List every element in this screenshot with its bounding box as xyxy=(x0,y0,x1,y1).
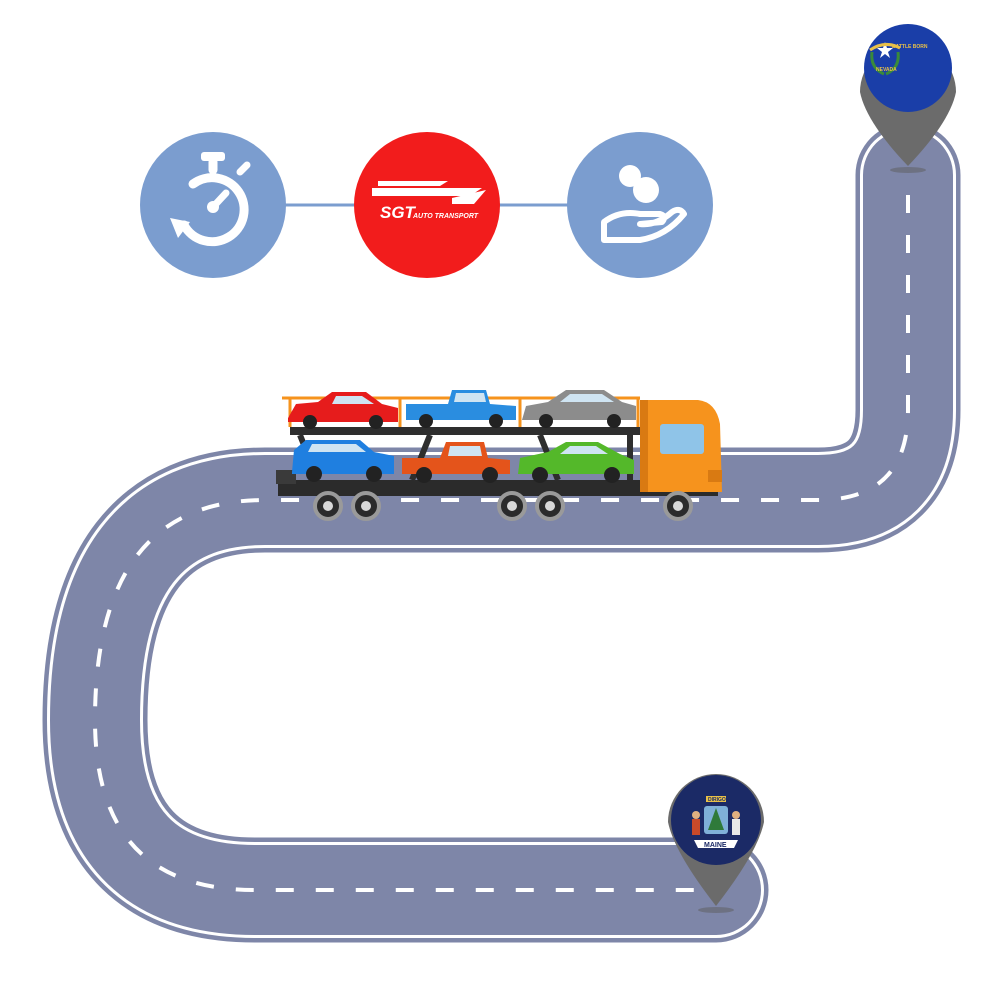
hand-coins-icon xyxy=(567,132,713,278)
car-bottom-2 xyxy=(402,442,510,483)
maine-state-text: MAINE xyxy=(704,842,727,849)
car-top-2 xyxy=(406,390,516,428)
stopwatch-icon xyxy=(140,132,286,278)
lane-dashes xyxy=(92,195,910,892)
nevada-state-text: NEVADA xyxy=(876,67,897,73)
logo-text-main: SGT xyxy=(380,203,417,222)
car-carrier-truck-icon xyxy=(276,390,722,521)
pin-end-maine: DIRIGO MAINE xyxy=(668,774,764,913)
car-bottom-3 xyxy=(518,442,634,483)
winding-road xyxy=(42,122,961,943)
road-asphalt xyxy=(50,130,953,935)
company-logo: SGT AUTO TRANSPORT xyxy=(354,132,500,278)
car-top-1 xyxy=(288,392,398,429)
nevada-seal-text: BATTLE BORN xyxy=(892,44,928,50)
car-top-3 xyxy=(522,390,636,428)
pin-start-nevada: BATTLE BORN NEVADA xyxy=(860,24,956,173)
truck-cab xyxy=(640,400,722,492)
maine-seal-text: DIRIGO xyxy=(708,797,726,803)
car-bottom-1 xyxy=(292,440,394,482)
logo-text-sub: AUTO TRANSPORT xyxy=(412,213,479,220)
